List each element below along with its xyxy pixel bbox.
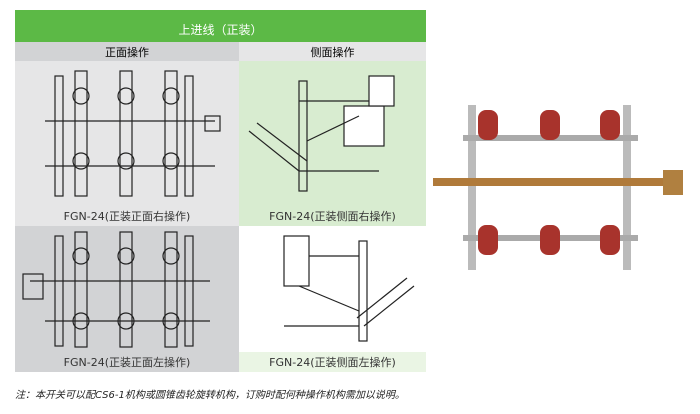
switch-photo [433, 105, 683, 270]
side-left-drawing [283, 235, 415, 342]
col-header-side: 侧面操作 [239, 42, 426, 61]
table-title: 上进线（正装） [15, 10, 426, 42]
caption: FGN-24(正装侧面右操作) [239, 206, 426, 226]
front-right-drawing [45, 70, 221, 197]
cell-front-left: FGN-24(正装正面左操作) [15, 226, 239, 372]
cell-side-right: FGN-24(正装侧面右操作) [239, 61, 426, 226]
front-left-drawing [22, 231, 210, 348]
cell-front-right: FGN-24(正装正面右操作) [15, 61, 239, 226]
caption: FGN-24(正装侧面左操作) [239, 352, 426, 372]
operation-table: 上进线（正装） 正面操作 侧面操作 FGN-24(正装正面右操作) [15, 10, 426, 372]
caption: FGN-24(正装正面左操作) [15, 352, 239, 372]
cell-side-left: FGN-24(正装侧面左操作) [239, 226, 426, 372]
col-header-front: 正面操作 [15, 42, 239, 61]
caption: FGN-24(正装正面右操作) [15, 206, 239, 226]
side-right-drawing [248, 75, 395, 192]
footnote: 注：本开关可以配CS6-1机构或圆锥齿轮旋转机构，订购时配何种操作机构需加以说明… [15, 390, 405, 401]
